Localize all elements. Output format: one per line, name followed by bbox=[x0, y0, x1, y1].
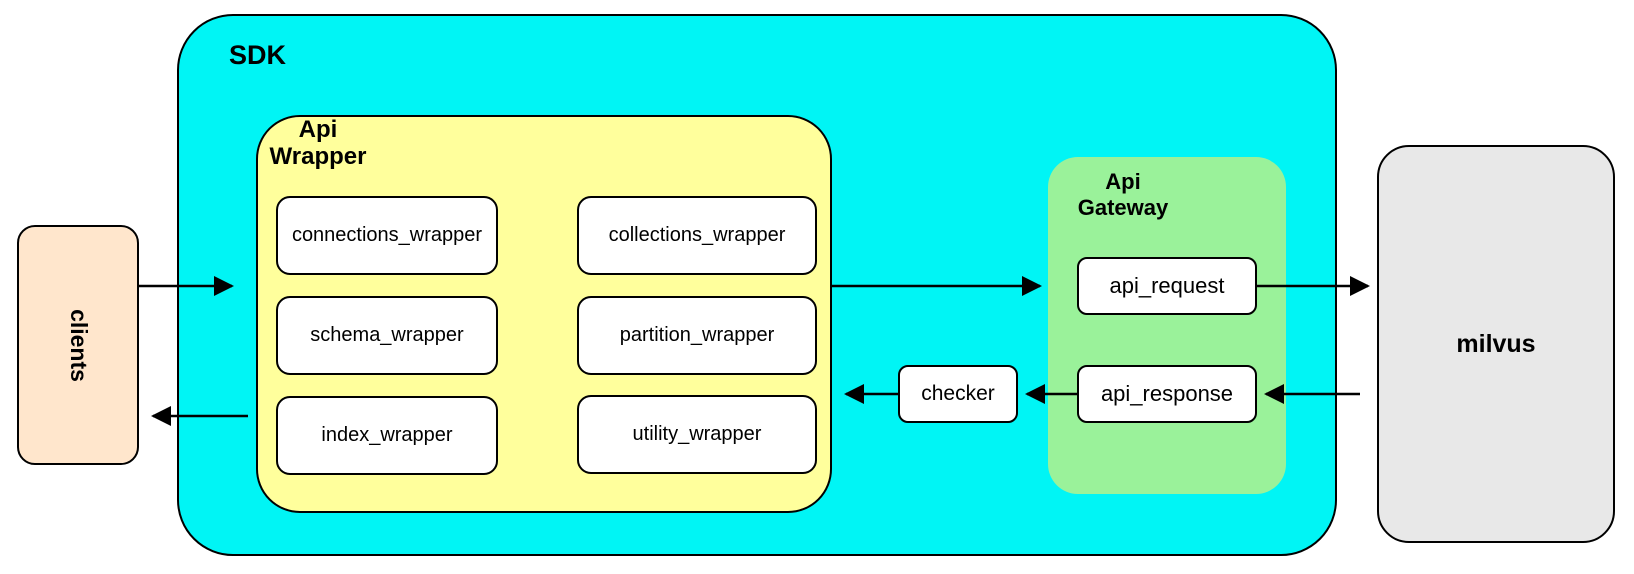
api-wrapper-label: Api Wrapper bbox=[262, 116, 374, 170]
clients-label: clients bbox=[65, 308, 92, 382]
sdk-label: SDK bbox=[229, 40, 287, 70]
checker-label: checker bbox=[921, 382, 995, 405]
api-wrapper-label-line2: Wrapper bbox=[269, 143, 367, 170]
partition-wrapper-box[interactable]: partition_wrapper bbox=[577, 296, 817, 375]
utility-wrapper-label: utility_wrapper bbox=[632, 423, 762, 445]
partition-wrapper-label: partition_wrapper bbox=[619, 324, 775, 346]
api-request-box[interactable]: api_request bbox=[1077, 257, 1257, 315]
milvus-label: milvus bbox=[1456, 329, 1536, 358]
api-wrapper-label-line1: Api bbox=[298, 116, 338, 143]
connections-wrapper-box[interactable]: connections_wrapper bbox=[276, 196, 498, 275]
api-request-label: api_request bbox=[1109, 273, 1225, 298]
api-gateway-label-line1: Api bbox=[1105, 169, 1141, 194]
checker-box[interactable]: checker bbox=[898, 365, 1018, 423]
api-response-box[interactable]: api_response bbox=[1077, 365, 1257, 423]
api-gateway-label-line2: Gateway bbox=[1077, 195, 1169, 220]
schema-wrapper-label: schema_wrapper bbox=[310, 324, 464, 346]
index-wrapper-label: index_wrapper bbox=[321, 424, 453, 446]
utility-wrapper-box[interactable]: utility_wrapper bbox=[577, 395, 817, 474]
collections-wrapper-box[interactable]: collections_wrapper bbox=[577, 196, 817, 275]
connections-wrapper-label: connections_wrapper bbox=[291, 224, 483, 246]
api-response-label: api_response bbox=[1100, 381, 1234, 406]
api-gateway-container[interactable] bbox=[1048, 157, 1286, 494]
clients-node[interactable]: clients bbox=[17, 225, 139, 465]
collections-wrapper-label: collections_wrapper bbox=[608, 224, 786, 246]
index-wrapper-box[interactable]: index_wrapper bbox=[276, 396, 498, 475]
milvus-node[interactable]: milvus bbox=[1377, 145, 1615, 543]
api-gateway-label: Api Gateway bbox=[1048, 169, 1198, 221]
schema-wrapper-box[interactable]: schema_wrapper bbox=[276, 296, 498, 375]
